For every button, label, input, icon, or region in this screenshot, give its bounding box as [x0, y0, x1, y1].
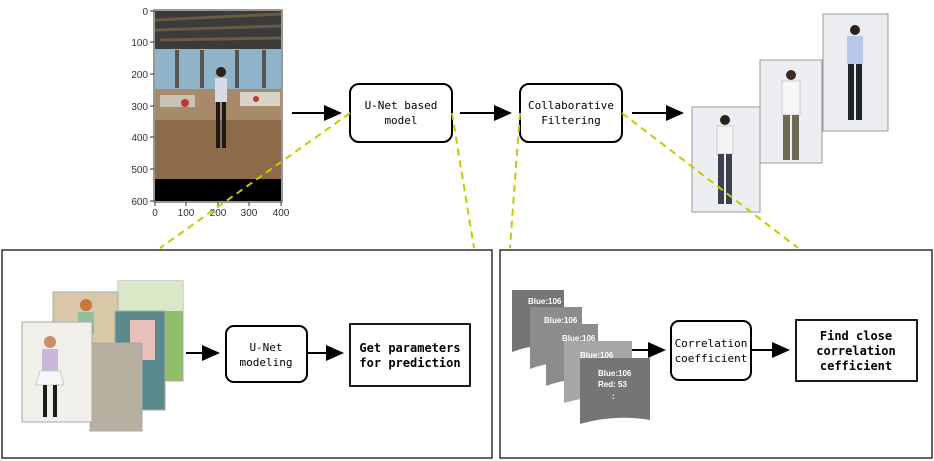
- find-close-line-2: correlation: [816, 344, 895, 358]
- get-params-line-2: for prediction: [359, 356, 460, 370]
- doc-label: Blue:106: [580, 351, 614, 360]
- front-doc-line-3: :: [612, 392, 615, 401]
- doc-label: Blue:106: [562, 334, 596, 343]
- unet-modeling-line-1: U-Net: [249, 341, 282, 354]
- y-tick-label: 0: [142, 7, 148, 18]
- get-params-line-1: Get parameters: [359, 341, 460, 355]
- y-tick-label: 500: [131, 165, 148, 176]
- x-tick-label: 300: [241, 208, 258, 219]
- find-close-line-1: Find close: [820, 329, 892, 343]
- get-parameters-box: Get parameters for prediction: [349, 323, 471, 387]
- zoom-connectors: [159, 112, 799, 249]
- x-tick-label: 400: [273, 208, 290, 219]
- unet-modeling-box: U-Net modeling: [225, 325, 308, 383]
- recommended-outfit-photo-1: [691, 106, 761, 213]
- doc-label: Blue:106: [528, 297, 562, 306]
- cf-box-line-1: Collaborative: [528, 99, 614, 112]
- correlation-coefficient-box: Correlation coefficient: [670, 320, 752, 381]
- front-doc-line-1: Blue:106: [598, 369, 632, 378]
- unet-modeling-line-2: modeling: [240, 356, 293, 369]
- doc-label: Blue:106: [544, 316, 578, 325]
- x-tick-label: 0: [152, 208, 158, 219]
- unet-based-model-box: U-Net based model: [349, 83, 453, 143]
- x-tick-label: 100: [178, 208, 195, 219]
- find-close-line-3: cefficient: [820, 359, 892, 373]
- correlation-line-1: Correlation: [675, 337, 748, 350]
- recommended-outfit-photo-3: [822, 13, 889, 132]
- y-tick-label: 600: [131, 197, 148, 208]
- recommended-outfit-photo-2: [759, 59, 823, 164]
- collaborative-filtering-box: Collaborative Filtering: [519, 83, 623, 143]
- input-photo-plot: 0 100 200 300 400 500 600 0 100 200 300 …: [131, 7, 289, 219]
- training-photos-stack: [21, 280, 184, 432]
- correlation-line-2: coefficient: [675, 352, 748, 365]
- x-tick-label: 200: [210, 208, 227, 219]
- find-close-correlation-box: Find close correlation cefficient: [795, 319, 918, 382]
- y-tick-label: 300: [131, 102, 148, 113]
- unet-box-line-1: U-Net based: [365, 99, 438, 112]
- y-tick-label: 400: [131, 133, 148, 144]
- unet-box-line-2: model: [384, 114, 417, 127]
- y-tick-label: 100: [131, 38, 148, 49]
- color-feature-documents: Blue:106 Blue:106 Blue:106 Blue:106 Blue…: [512, 290, 650, 424]
- front-doc-line-2: Red: 53: [598, 380, 627, 389]
- cf-box-line-2: Filtering: [541, 114, 601, 127]
- y-tick-label: 200: [131, 70, 148, 81]
